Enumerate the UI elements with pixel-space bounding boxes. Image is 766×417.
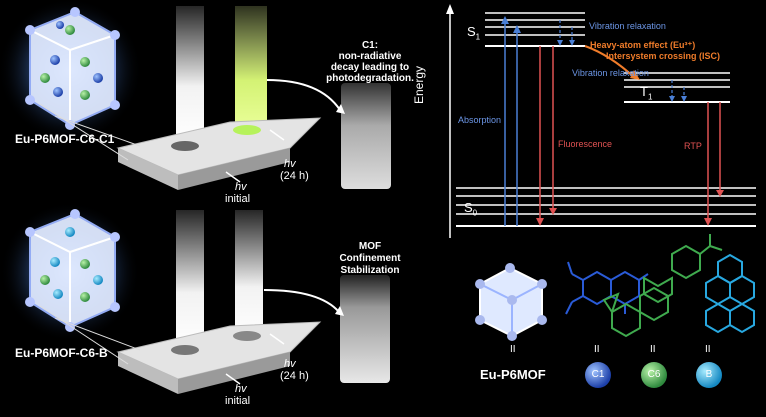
legend-c6-text: C6 (647, 369, 661, 380)
legend-mof-cube (475, 263, 547, 341)
initial-text-bottom: initial (225, 395, 251, 407)
arrow-to-vial-top (266, 79, 341, 111)
molecule-c6 (602, 234, 723, 338)
c1-note: C1: non-radiative decay leading to photo… (320, 40, 420, 84)
eq-mof: II (510, 344, 516, 355)
energy-diagram (446, 4, 756, 238)
hv-initial-top: hv (235, 181, 247, 193)
h24-text-top: (24 h) (280, 170, 309, 182)
energy-axis-label: Energy (412, 65, 426, 104)
mof-cube-top (0, 0, 142, 142)
beam-24h-top (235, 6, 267, 130)
eq-c1: II (594, 344, 600, 355)
absorption-label: Absorption (458, 115, 502, 125)
legend-ball-c6 (641, 362, 667, 388)
beam-initial-bottom (176, 210, 204, 348)
fluorescence-label: Fluorescence (558, 139, 613, 149)
pointer-line (39, 103, 129, 161)
eq-b: II (705, 344, 711, 355)
vib-relax-label-1: Vibration relaxation (589, 21, 666, 31)
vial-bottom (340, 275, 390, 383)
sample-holder-top (116, 117, 322, 190)
isc-label: Intersystem crossing (ISC) (606, 51, 721, 61)
mof-note-line: Stabilization (340, 265, 400, 276)
vib-relax-label-2: Vibration relaxation (572, 68, 649, 78)
mof-note-line: Confinement (339, 253, 401, 264)
arrow-to-vial-bottom (263, 289, 340, 313)
mof-cube-bottom (0, 202, 140, 342)
c1-title: C1: (361, 40, 379, 51)
s1-label: S1 (467, 24, 481, 42)
legend-ball-b (696, 362, 722, 388)
c1-note-line: non-radiative (338, 51, 402, 62)
s0-label: S0 (464, 200, 478, 218)
vial-top (341, 83, 391, 189)
mof-note-line: MOF (358, 241, 382, 252)
eq-c6: II (650, 344, 656, 355)
legend-c1-text: C1 (591, 369, 605, 380)
initial-text-top: initial (225, 193, 251, 205)
c1-note-line: photodegradation. (326, 73, 414, 84)
legend-b-text: B (705, 369, 713, 380)
molecule-b (705, 253, 755, 334)
heavy-atom-label: Heavy-atom effect (Eu³⁺) (590, 40, 696, 50)
mof-note: MOF Confinement Stabilization (320, 241, 420, 277)
hv-24-bottom: hv (284, 358, 296, 370)
hv-24-top: hv (284, 158, 296, 170)
c1-note-line: decay leading to (330, 62, 410, 73)
h24-text-bottom: (24 h) (280, 370, 309, 382)
hv-initial-bottom: hv (235, 383, 247, 395)
mof-label-top: Eu-P6MOF-C6-C1 (15, 132, 115, 146)
legend-ball-c1 (585, 362, 611, 388)
t1-label: T1 (640, 84, 653, 102)
beam-initial-top (176, 6, 204, 140)
legend-mof-name: Eu-P6MOF (480, 367, 546, 382)
rtp-label: RTP (684, 141, 702, 151)
sample-holder-bottom (116, 321, 322, 394)
beam-24h-bottom (235, 210, 263, 338)
mof-label-bottom: Eu-P6MOF-C6-B (15, 346, 108, 360)
pointer-line (54, 115, 141, 147)
